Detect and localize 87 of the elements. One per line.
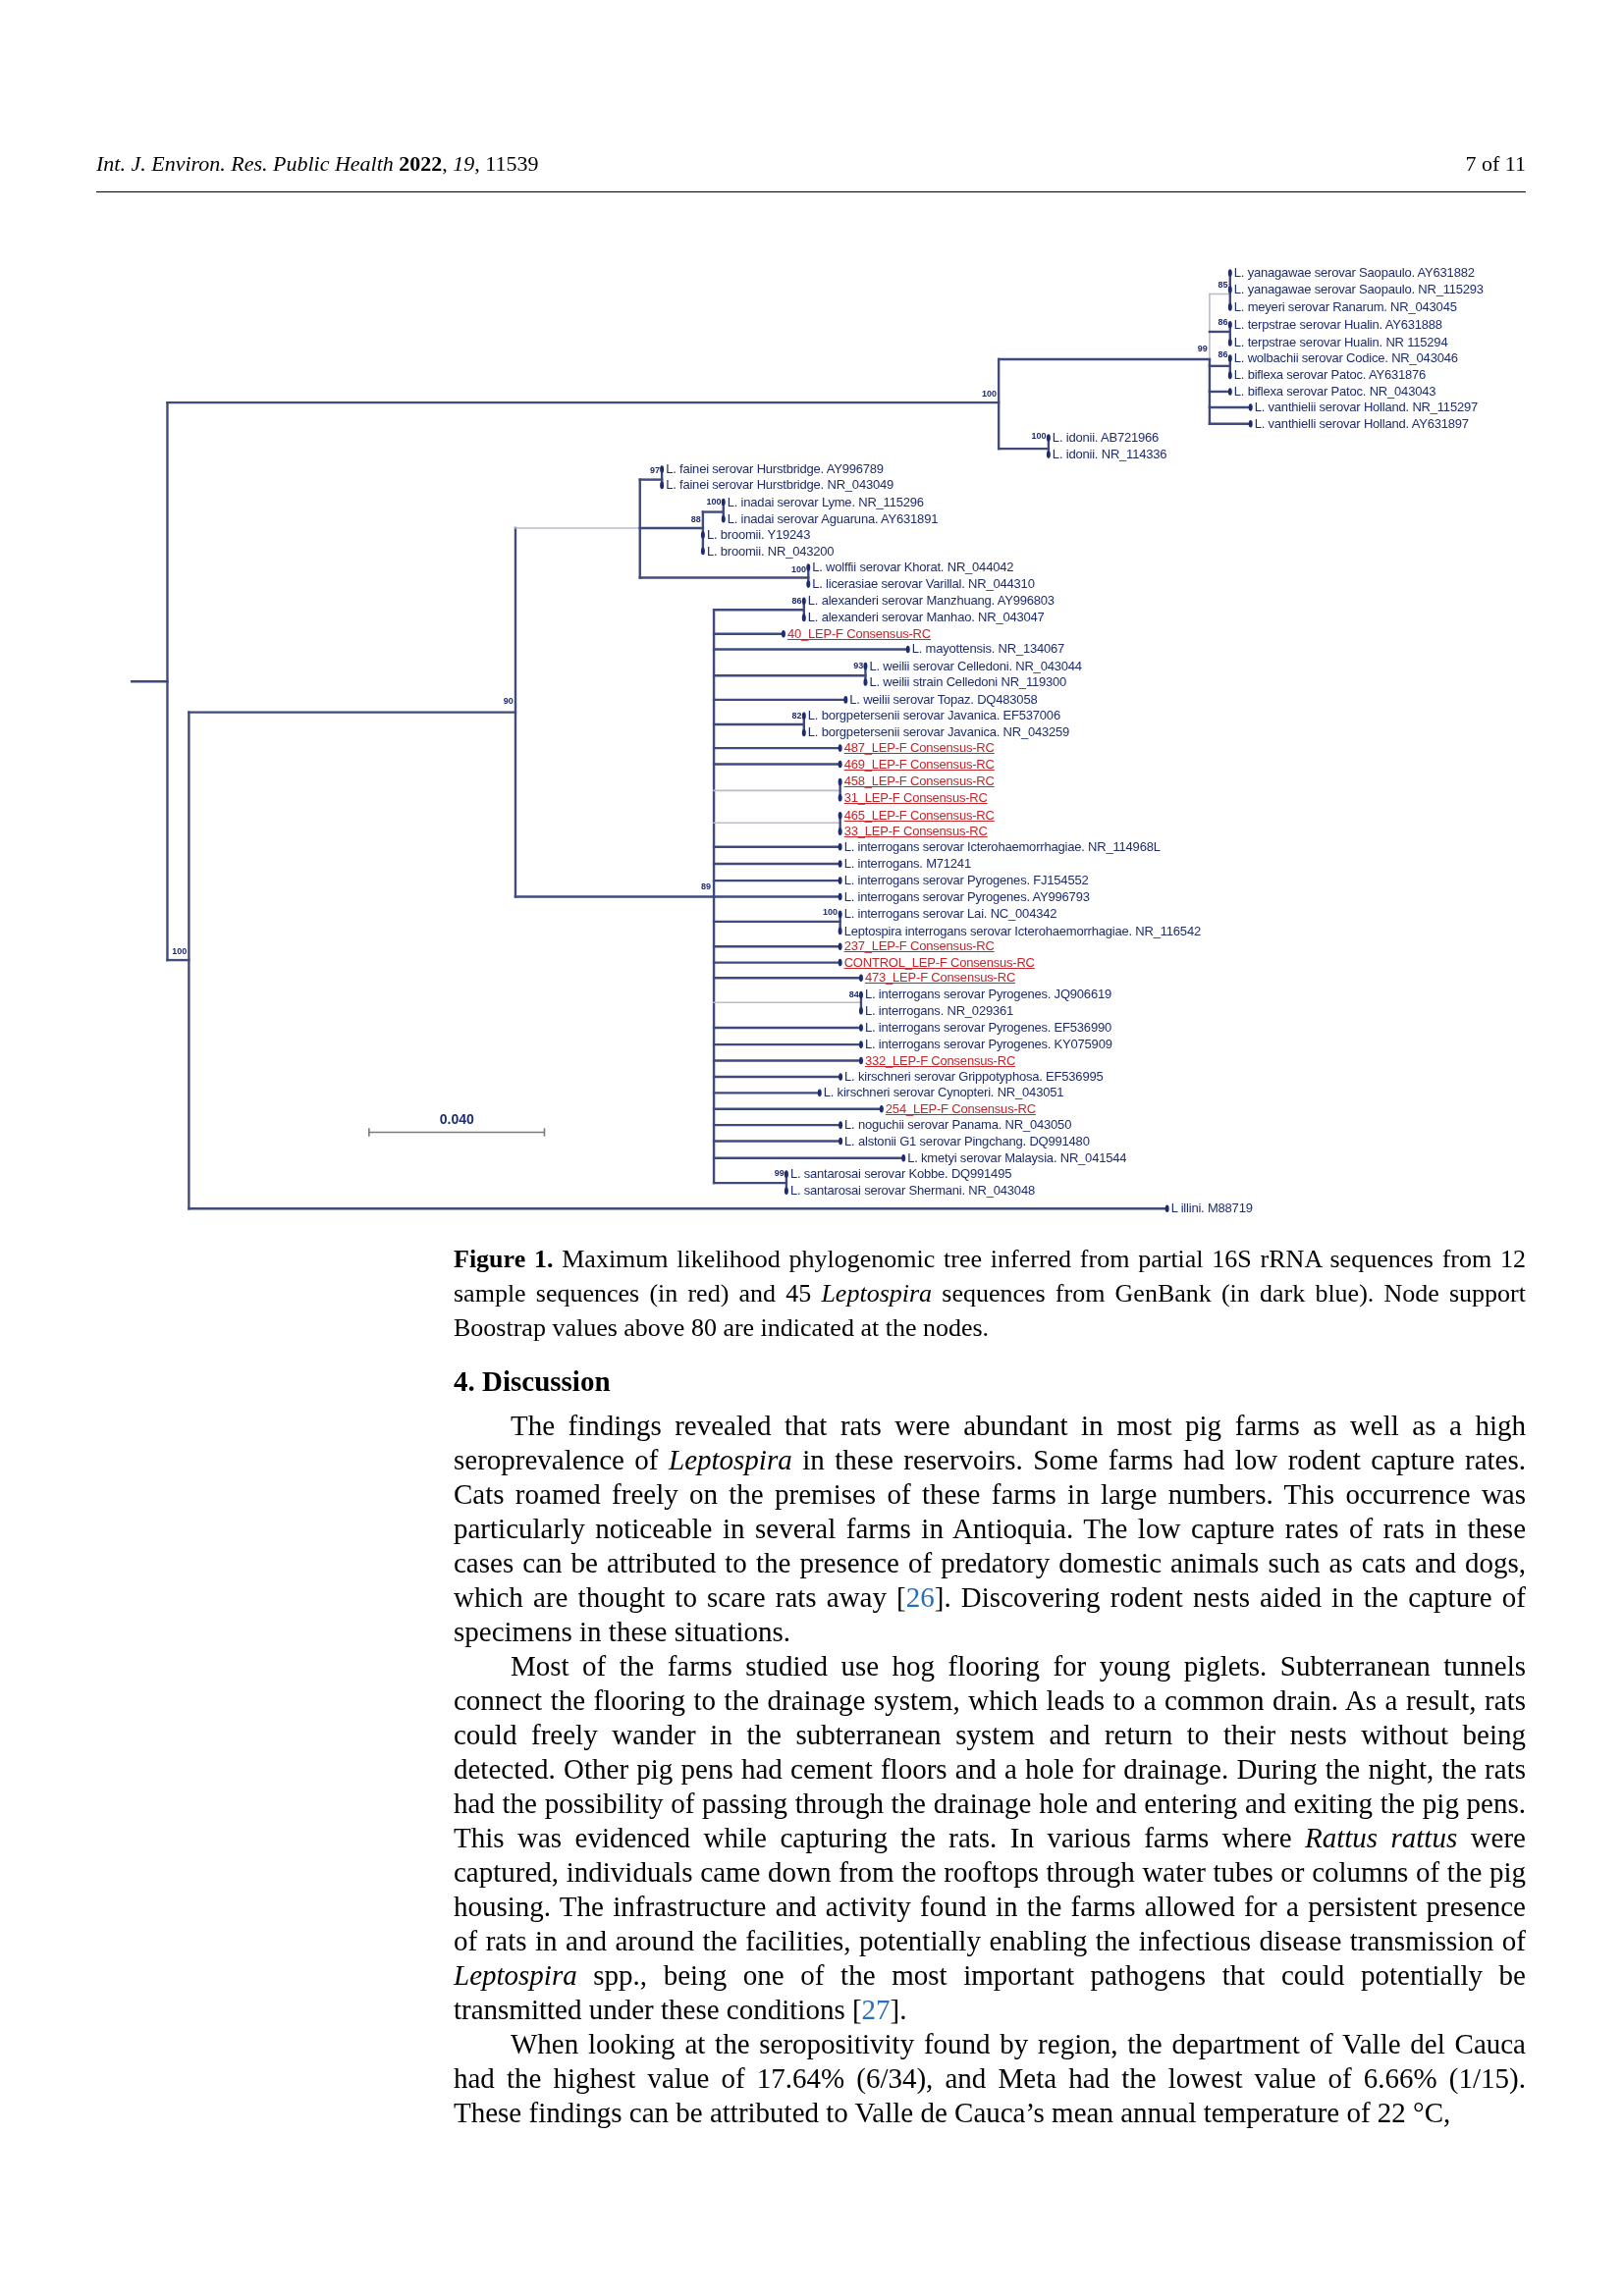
bootstrap-value: 100 bbox=[791, 564, 807, 574]
bootstrap-value: 89 bbox=[701, 882, 712, 892]
taxon-label: L. fainei serovar Hurstbridge. AY996789 bbox=[666, 462, 884, 476]
sample-label: 473_LEP-F Consensus-RC bbox=[864, 971, 1016, 986]
sample-label: 458_LEP-F Consensus-RC bbox=[843, 774, 995, 789]
taxon-label: L. broomii. NR_043200 bbox=[706, 544, 835, 559]
taxon-label: L. inadai serovar Lyme. NR_115296 bbox=[727, 495, 924, 509]
taxon-label: L. interrogans. NR_029361 bbox=[864, 1003, 1014, 1018]
taxon-label: L. wolbachii serovar Codice. NR_043046 bbox=[1233, 350, 1458, 365]
sample-label: 40_LEP-F Consensus-RC bbox=[786, 626, 931, 641]
bootstrap-value: 90 bbox=[503, 696, 514, 706]
running-head: Int. J. Environ. Res. Public Health 2022, 19, 11539 bbox=[96, 151, 539, 177]
figure-caption: Figure 1. Maximum likelihood phylogenomic tree inferred from partial 16S rRNA sequences from 12 sample sequences (in red) and 45 Leptospira sequences from GenBank (in dark blue). Node support Boostrap values above 80 are indicated at the nodes. bbox=[454, 1244, 1526, 1344]
taxon-label: L. interrogans serovar Pyrogenes. JQ906619 bbox=[864, 988, 1111, 1002]
taxon-label: Leptospira interrogans serovar Icterohaemorrhagiae. NR_116542 bbox=[843, 924, 1201, 938]
taxon-label: L. interrogans serovar Pyrogenes. FJ154552 bbox=[843, 874, 1089, 888]
taxon-label: L. alexanderi serovar Manhao. NR_043047 bbox=[807, 611, 1045, 625]
taxon-label: L. idonii. NR_114336 bbox=[1052, 448, 1167, 462]
bootstrap-value: 100 bbox=[1031, 431, 1047, 441]
taxon-label: L. santarosai serovar Kobbe. DQ991495 bbox=[789, 1167, 1012, 1182]
taxon-label: L. yanagawae serovar Saopaulo. NR_115293 bbox=[1233, 283, 1484, 296]
body-paragraph: The findings revealed that rats were abundant in most pig farms as well as a high seroprevalence of Leptospira in these reservoirs. Some farms had low rodent capture rates. Cats roamed freely on the premises of these farms in large numbers. This occurrence was particularly noticeable in several farms in Antioquia. The low capture rates of rats in these cases can be attributed to the presence of predatory domestic animals such as cats and dogs, which are thought to scare rats away [26]. Discovering rodent nests aided in the capture of specimens in these situations. bbox=[454, 1409, 1526, 1649]
taxon-label: L. interrogans serovar Pyrogenes. KY075909 bbox=[864, 1038, 1112, 1052]
taxon-label: L. kirschneri serovar Grippotyphosa. EF536995 bbox=[844, 1069, 1104, 1084]
taxon-label: L. meyeri serovar Ranarum. NR_043045 bbox=[1233, 299, 1457, 314]
bootstrap-value: 86 bbox=[1218, 350, 1228, 360]
bootstrap-value: 99 bbox=[1197, 345, 1208, 354]
bootstrap-value: 100 bbox=[981, 389, 997, 399]
taxon-label: L. inadai serovar Aguaruna. AY631891 bbox=[727, 511, 939, 526]
taxon-label: L. interrogans. M71241 bbox=[843, 856, 971, 871]
sample-label: 487_LEP-F Consensus-RC bbox=[843, 741, 995, 756]
bootstrap-value: 88 bbox=[690, 514, 701, 524]
bootstrap-value: 84 bbox=[848, 989, 859, 999]
citation-link: 26 bbox=[905, 1581, 935, 1613]
body-paragraph: Most of the farms studied use hog flooring for young piglets. Subterranean tunnels connect the flooring to the drainage system, which leads to a common drain. As a result, rats could freely wander in the subterranean system and return to their nests without being detected. Other pig pens had cement floors and a hole for drainage. During the night, the rats had the possibility of passing through the drainage hole and entering and exiting the pig pens. This was evidenced while capturing the rats. In various farms where Rattus rattus were captured, individuals came down from the rooftops through water tubes or columns of the pig housing. The infrastructure and activity found in the farms allowed for a persistent presence of rats in and around the facilities, potentially enabling the infectious disease transmission of Leptospira spp., being one of the most important pathogens that could potentially be transmitted under these conditions [27]. bbox=[454, 1649, 1526, 2027]
sample-label: 33_LEP-F Consensus-RC bbox=[843, 825, 988, 839]
taxon-label: L. vanthielii serovar Holland. NR_115297 bbox=[1254, 400, 1478, 415]
taxon-label: L. interrogans serovar Pyrogenes. EF536990 bbox=[864, 1021, 1111, 1035]
taxon-label: L. biflexa serovar Patoc. NR_043043 bbox=[1233, 384, 1436, 399]
taxon-label: L. interrogans serovar Pyrogenes. AY996793 bbox=[843, 889, 1090, 904]
taxon-label: L. yanagawae serovar Saopaulo. AY631882 bbox=[1233, 266, 1475, 280]
taxon-label: L. interrogans serovar Lai. NC_004342 bbox=[843, 907, 1057, 922]
taxon-label: L. licerasiae serovar Varillal. NR_044310 bbox=[812, 577, 1035, 592]
sample-label: 332_LEP-F Consensus-RC bbox=[864, 1053, 1016, 1068]
sample-label: CONTROL_LEP-F Consensus-RC bbox=[843, 955, 1035, 970]
sample-label: 465_LEP-F Consensus-RC bbox=[843, 808, 995, 823]
taxon-label: L. borgpetersenii serovar Javanica. EF537006 bbox=[807, 709, 1060, 723]
bootstrap-value: 100 bbox=[823, 908, 839, 918]
taxon-label: L. alexanderi serovar Manzhuang. AY996803 bbox=[807, 594, 1055, 609]
bootstrap-value: 99 bbox=[774, 1168, 785, 1178]
taxon-label: L. kirschneri serovar Cynopteri. NR_043051 bbox=[823, 1086, 1064, 1100]
sample-label: 237_LEP-F Consensus-RC bbox=[843, 939, 995, 954]
sample-label: 31_LEP-F Consensus-RC bbox=[843, 790, 988, 805]
sample-label: 469_LEP-F Consensus-RC bbox=[843, 757, 995, 772]
taxon-label: L. weilii serovar Celledoni. NR_043044 bbox=[869, 659, 1082, 673]
citation-link: 27 bbox=[861, 1994, 891, 2025]
taxon-label: L. wolffii serovar Khorat. NR_044042 bbox=[812, 560, 1014, 574]
bootstrap-value: 100 bbox=[706, 498, 722, 507]
bootstrap-value: 97 bbox=[649, 466, 660, 476]
taxon-label: L. interrogans serovar Icterohaemorrhagiae. NR_114968L bbox=[843, 839, 1161, 854]
taxon-label: L. biflexa serovar Patoc. AY631876 bbox=[1233, 368, 1427, 383]
taxon-label: L. noguchii serovar Panama. NR_043050 bbox=[844, 1118, 1072, 1133]
page-number: 7 of 11 bbox=[1465, 151, 1526, 177]
taxon-label: L illini. M88719 bbox=[1170, 1201, 1253, 1216]
bootstrap-value: 82 bbox=[791, 711, 802, 721]
taxon-label: L. idonii. AB721966 bbox=[1052, 430, 1160, 445]
bootstrap-value: 100 bbox=[172, 946, 188, 956]
bootstrap-value: 85 bbox=[1218, 281, 1228, 291]
taxon-label: L. weilii strain Celledoni NR_119300 bbox=[869, 675, 1067, 689]
bootstrap-value: 86 bbox=[791, 597, 802, 607]
taxon-label: L. borgpetersenii serovar Javanica. NR_043259 bbox=[807, 725, 1070, 740]
taxon-label: L. terpstrae serovar Hualin. AY631888 bbox=[1233, 317, 1442, 332]
bootstrap-value: 93 bbox=[853, 662, 864, 671]
taxon-label: L. broomii. Y19243 bbox=[706, 528, 811, 543]
taxon-label: L. santarosai serovar Shermani. NR_043048 bbox=[789, 1184, 1035, 1199]
bootstrap-value: 86 bbox=[1218, 318, 1228, 328]
taxon-label: L. vanthielli serovar Holland. AY631897 bbox=[1254, 416, 1469, 431]
taxon-label: L. fainei serovar Hurstbridge. NR_043049 bbox=[666, 478, 894, 493]
body-paragraph: When looking at the seropositivity found by region, the department of Valle del Cauca had the highest value of 17.64% (6/34), and Meta had the lowest value of 6.66% (1/15). These findings can be attributed to Valle de Cauca’s mean annual temperature of 22 °C, bbox=[454, 2027, 1526, 2130]
sample-label: 254_LEP-F Consensus-RC bbox=[885, 1101, 1036, 1116]
taxon-label: L. alstonii G1 serovar Pingchang. DQ991480 bbox=[844, 1134, 1090, 1148]
taxon-label: L. mayottensis. NR_134067 bbox=[911, 642, 1065, 657]
section-heading: 4. Discussion bbox=[454, 1364, 612, 1399]
taxon-label: L. terpstrae serovar Hualin. NR 115294 bbox=[1233, 336, 1448, 349]
taxon-label: L. kmetyi serovar Malaysia. NR_041544 bbox=[907, 1150, 1127, 1165]
scale-value: 0.040 bbox=[439, 1112, 474, 1128]
taxon-label: L. weilii serovar Topaz. DQ483058 bbox=[849, 692, 1038, 707]
